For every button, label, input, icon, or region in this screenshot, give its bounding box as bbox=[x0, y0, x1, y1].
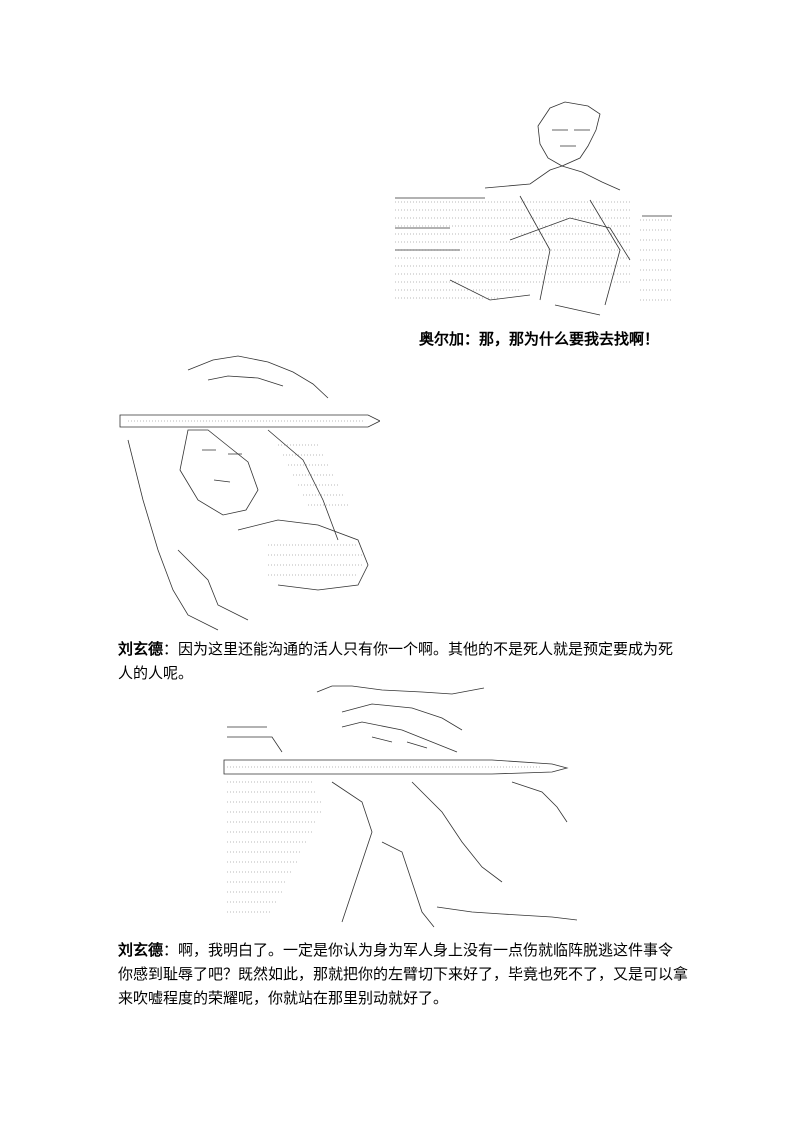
speaker-name: 奥尔加 bbox=[419, 330, 465, 348]
ascii-art-liu-xuande-with-sword bbox=[118, 350, 380, 635]
ascii-art-3-drawing bbox=[223, 685, 578, 928]
dialogue-text: 那，那为什么要我去找啊！ bbox=[479, 330, 660, 348]
dialogue-line-2: 刘玄德：因为这里还能沟通的活人只有你一个啊。其他的不是死人就是预定要成为死人的人… bbox=[118, 637, 688, 685]
ascii-art-soldier-sitting-at-table bbox=[390, 100, 675, 325]
ascii-art-swordsman-attack bbox=[222, 682, 582, 932]
dialogue-line-1: 奥尔加：那，那为什么要我去找啊！ bbox=[419, 327, 659, 351]
dialogue-text: 因为这里还能沟通的活人只有你一个啊。其他的不是死人就是预定要成为死人的人呢。 bbox=[118, 640, 674, 682]
speaker-separator: ： bbox=[464, 330, 480, 348]
speaker-name: 刘玄德 bbox=[118, 640, 164, 658]
dialogue-line-3: 刘玄德：啊，我明白了。一定是你认为身为军人身上没有一点伤就临阵脱逃这件事令你感到… bbox=[118, 938, 688, 1010]
dialogue-text: 啊，我明白了。一定是你认为身为军人身上没有一点伤就临阵脱逃这件事令你感到耻辱了吧… bbox=[118, 941, 689, 1007]
speaker-separator: ： bbox=[163, 941, 179, 959]
ascii-art-2-drawing bbox=[119, 355, 380, 631]
speaker-name: 刘玄德 bbox=[118, 941, 164, 959]
speaker-separator: ： bbox=[163, 640, 179, 658]
ascii-art-1-drawing bbox=[395, 101, 672, 316]
